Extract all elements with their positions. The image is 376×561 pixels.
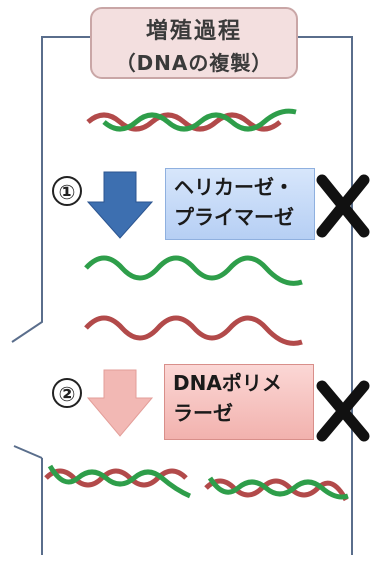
- down-arrow-icon: [86, 171, 154, 239]
- helix-red-strand-top: [86, 112, 282, 132]
- title-line-2: （DNAの複製）: [115, 51, 273, 75]
- separated-green-strand: [84, 255, 303, 286]
- enzyme-label-dna-polymerase: DNAポリメ ラーゼ: [164, 364, 314, 440]
- daughter-helix-left-green: [47, 464, 192, 499]
- enzyme-label-line-1: DNAポリメ: [173, 371, 282, 395]
- step-number-1: ①: [52, 176, 82, 206]
- frame-line: [11, 36, 353, 555]
- enzyme-label-line-1: ヘリカーゼ・: [174, 175, 294, 199]
- enzyme-label-helicase-primase: ヘリカーゼ・ プライマーゼ: [165, 168, 315, 240]
- title-box: 増殖過程 （DNAの複製）: [90, 7, 298, 79]
- x-mark-icon: [316, 174, 370, 238]
- helix-green-strand-top: [102, 108, 297, 132]
- separated-red-strand: [84, 315, 303, 346]
- enzyme-label-line-2: ラーゼ: [173, 401, 233, 425]
- down-arrow-icon: [86, 369, 154, 437]
- x-mark-icon: [316, 380, 370, 442]
- step-number-2: ②: [52, 378, 82, 408]
- title-line-1: 増殖過程: [145, 19, 242, 44]
- daughter-helix-right-green: [207, 476, 349, 500]
- enzyme-label-line-2: プライマーゼ: [174, 205, 294, 229]
